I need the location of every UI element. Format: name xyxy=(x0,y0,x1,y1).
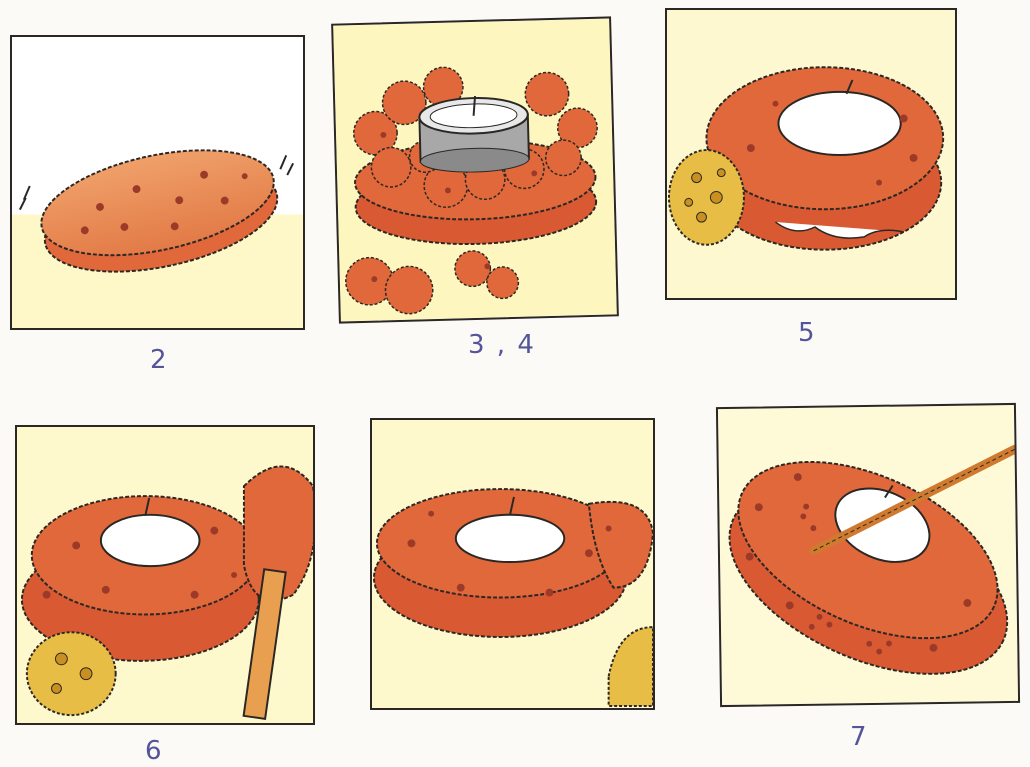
stick-decorating-illustration xyxy=(718,405,1018,705)
step-label-7: 7 xyxy=(850,722,869,752)
step-panel-6 xyxy=(15,425,315,725)
step-panel-2 xyxy=(10,35,305,330)
finished-shape-illustration xyxy=(372,420,653,708)
handle-attach-illustration xyxy=(17,427,313,723)
clay-disc-illustration xyxy=(12,37,303,328)
step-panel-finished-shape xyxy=(370,418,655,710)
step-panel-5 xyxy=(665,8,957,300)
step-label-6: 6 xyxy=(145,736,164,766)
step-panel-7 xyxy=(716,403,1020,707)
step-panel-3-4 xyxy=(331,16,619,323)
clay-balls-illustration xyxy=(333,18,617,321)
step-label-3-4: 3 , 4 xyxy=(468,330,536,360)
sponge-smoothing-illustration xyxy=(667,10,955,298)
step-label-2: 2 xyxy=(150,345,169,375)
step-label-5: 5 xyxy=(798,318,817,348)
